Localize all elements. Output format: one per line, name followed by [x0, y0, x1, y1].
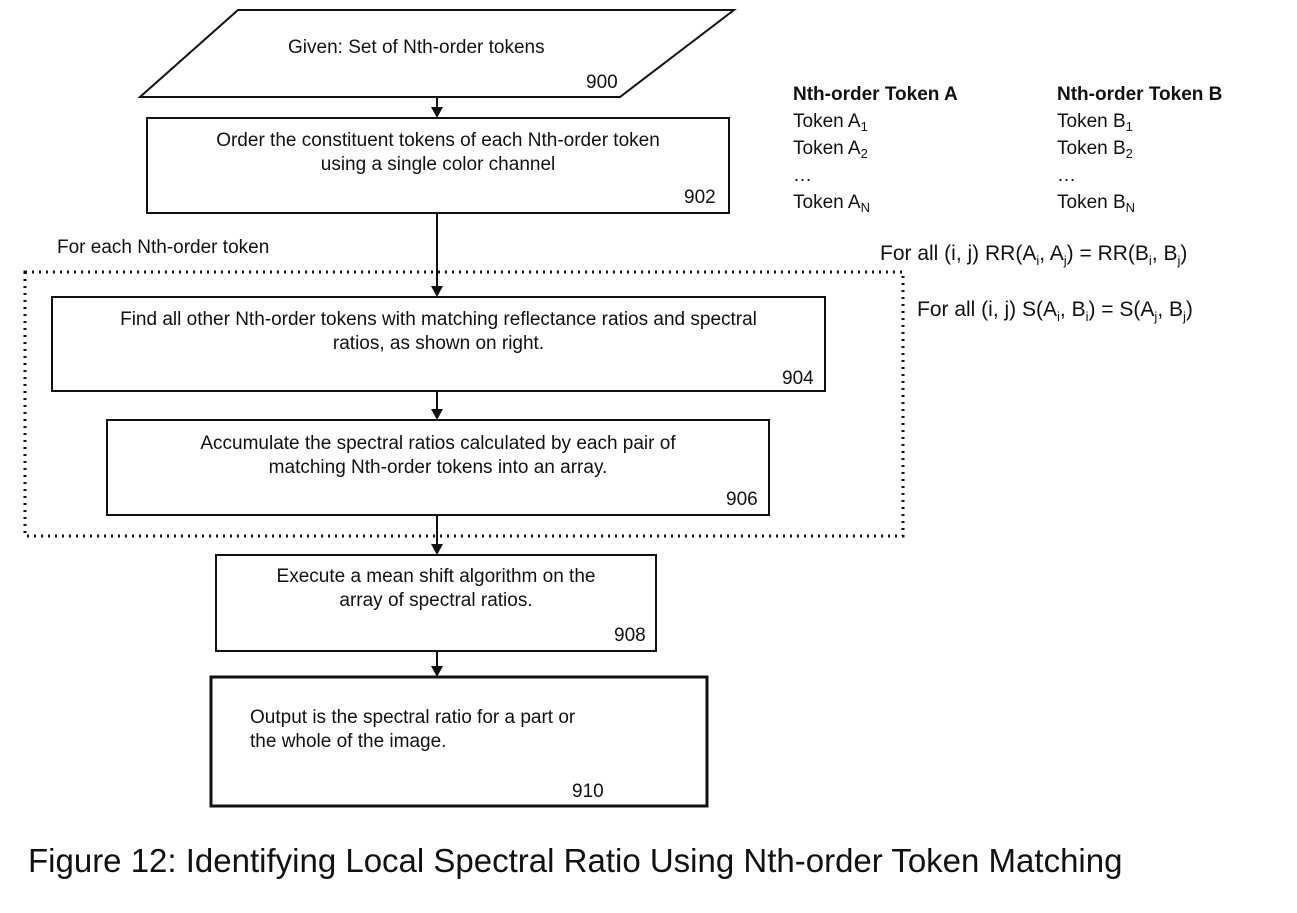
process-box-904: [51, 296, 826, 392]
arrowhead-904-906: [431, 409, 443, 420]
step-906-text: Accumulate the spectral ratios calculate…: [107, 432, 769, 480]
s-sub-3: j: [1154, 309, 1158, 324]
step-906-line2: matching Nth-order tokens into an array.: [268, 457, 608, 478]
step-908-ref: 908: [614, 625, 646, 646]
token-b-header: Nth-order Token B: [1057, 84, 1223, 105]
token-a-list: Nth-order Token A Token A1 Token A2 … To…: [793, 81, 958, 216]
output-box-910: [209, 675, 709, 808]
token-b-1-base: Token B: [1057, 111, 1126, 132]
step-906-line1: Accumulate the spectral ratios calculate…: [200, 433, 676, 454]
arrowhead-906-908: [431, 544, 443, 555]
rr-sub-1: i: [1036, 253, 1040, 268]
figure-caption: Figure 12: Identifying Local Spectral Ra…: [28, 842, 1123, 879]
step-900-ref: 900: [586, 72, 618, 93]
rr-part-4: , B: [1151, 242, 1178, 265]
step-910-line1: Output is the spectral ratio for a part …: [250, 707, 576, 728]
token-a-header: Nth-order Token A: [793, 84, 958, 105]
step-904-line1: Find all other Nth-order tokens with mat…: [120, 309, 757, 330]
s-part-4: , B: [1157, 298, 1183, 321]
token-a-2-base: Token A: [793, 138, 861, 159]
step-904-line2: ratios, as shown on right.: [332, 333, 545, 354]
token-b-1-sub: 1: [1125, 119, 1133, 134]
token-a-1-base: Token A: [793, 111, 861, 132]
s-formula: For all (i, j) S(Ai, Bi) = S(Aj, Bj): [917, 298, 1193, 324]
token-b-n-sub: N: [1125, 200, 1136, 215]
s-sub-4: j: [1183, 309, 1186, 324]
s-part-1: For all (i, j) S(A: [917, 298, 1058, 321]
token-b-2-sub: 2: [1125, 146, 1133, 161]
token-a-ellipsis: …: [793, 165, 812, 186]
step-908-text: Execute a mean shift algorithm on the ar…: [216, 565, 656, 613]
token-a-row-1: Token A1: [793, 108, 958, 135]
token-a-n-base: Token A: [793, 192, 861, 213]
step-902-text: Order the constituent tokens of each Nth…: [147, 129, 729, 177]
s-part-2: , B: [1059, 298, 1086, 321]
s-sub-1: i: [1057, 309, 1060, 324]
token-a-row-2: Token A2: [793, 135, 958, 162]
step-904-text: Find all other Nth-order tokens with mat…: [52, 308, 825, 356]
rr-sub-3: i: [1148, 253, 1152, 268]
rr-sub-4: j: [1177, 253, 1181, 268]
token-b-list: Nth-order Token B Token B1 Token B2 … To…: [1057, 81, 1222, 216]
step-902-line1: Order the constituent tokens of each Nth…: [216, 130, 660, 151]
token-a-n-sub: N: [860, 200, 870, 215]
step-910-line2: the whole of the image.: [250, 731, 447, 752]
token-a-1-sub: 1: [860, 119, 868, 134]
token-a-row-n: Token AN: [793, 189, 958, 216]
rr-part-5: ): [1180, 242, 1188, 265]
token-b-row-1: Token B1: [1057, 108, 1222, 135]
loop-label: For each Nth-order token: [57, 237, 270, 258]
token-b-2-base: Token B: [1057, 138, 1126, 159]
step-906-ref: 906: [726, 489, 758, 510]
token-a-2-sub: 2: [860, 146, 868, 161]
token-b-ellipsis: …: [1057, 165, 1076, 186]
s-sub-2: i: [1085, 309, 1089, 324]
rr-formula: For all (i, j) RR(Ai, Aj) = RR(Bi, Bj): [880, 242, 1188, 268]
token-b-row-n: Token BN: [1057, 189, 1222, 216]
rr-part-1: For all (i, j) RR(A: [880, 242, 1037, 265]
rr-sub-2: j: [1063, 253, 1067, 268]
s-part-3: ) = S(A: [1088, 298, 1155, 321]
s-part-5: ): [1185, 298, 1193, 321]
step-908-line2: array of spectral ratios.: [339, 590, 533, 611]
arrowhead-908-910: [431, 666, 443, 677]
step-908-line1: Execute a mean shift algorithm on the: [276, 566, 596, 587]
step-910-text: Output is the spectral ratio for a part …: [250, 706, 575, 754]
loop-boundary: [23, 270, 905, 538]
step-902-line2: using a single color channel: [320, 154, 556, 175]
step-900-text: Given: Set of Nth-order tokens: [288, 37, 545, 58]
token-b-n-base: Token B: [1057, 192, 1126, 213]
step-910-ref: 910: [572, 781, 604, 802]
arrowhead-900-902: [431, 107, 443, 118]
rr-part-3: ) = RR(B: [1066, 242, 1149, 265]
step-904-ref: 904: [782, 368, 814, 389]
input-parallelogram-900: [137, 9, 737, 98]
step-902-ref: 902: [684, 187, 716, 208]
arrowhead-902-904: [431, 286, 443, 297]
rr-part-2: , A: [1039, 242, 1064, 265]
token-b-row-2: Token B2: [1057, 135, 1222, 162]
